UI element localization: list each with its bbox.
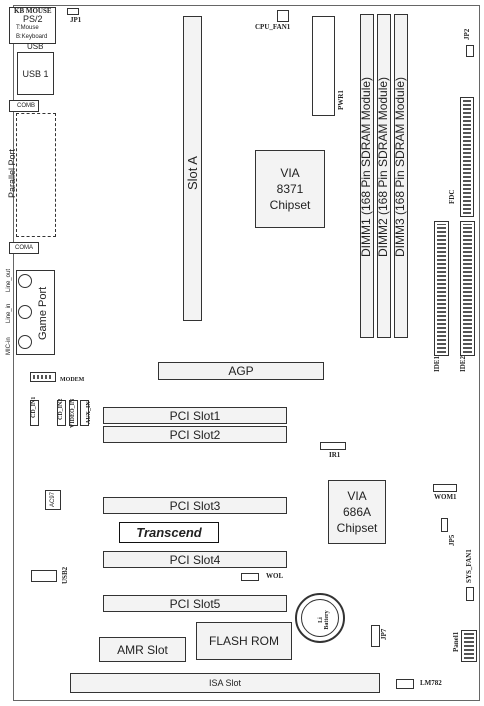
usb2-header [31, 570, 57, 582]
cpu-fan1-header [277, 10, 289, 22]
flash-rom-label: FLASH ROM [208, 634, 279, 648]
slot-a [183, 16, 202, 321]
agp-slot: AGP [158, 362, 324, 380]
isa-slot: ISA Slot [70, 673, 380, 693]
wol-header [241, 573, 259, 581]
mic-in-jack [18, 335, 32, 349]
pci-slot5-label: PCI Slot5 [169, 596, 221, 611]
li-battery: Li Battery [295, 593, 345, 643]
pci-slot5: PCI Slot5 [103, 595, 287, 612]
parallel-port-label: Parallel Port [7, 148, 17, 198]
game-port-label: Game Port [37, 286, 49, 340]
jp7-label: JP7 [380, 628, 388, 640]
line-out-jack [18, 274, 32, 288]
flash-rom: FLASH ROM [196, 622, 292, 660]
usb1-port: USB 1 [17, 52, 54, 95]
agp-label: AGP [228, 364, 254, 378]
li-battery-label: Li Battery [318, 610, 330, 630]
jp5-label: JP5 [448, 534, 456, 546]
slot-a-label: Slot A [185, 156, 200, 190]
usb1-label: USB 1 [22, 68, 49, 79]
line-in-label: Line_in [6, 303, 12, 323]
pci-slot2-label: PCI Slot2 [169, 427, 221, 442]
video-in-header [69, 400, 78, 426]
sys-fan1-label: SYS_FAN1 [465, 549, 473, 583]
line-in-jack [18, 305, 32, 319]
pci-slot4-label: PCI Slot4 [169, 552, 221, 567]
lm782-chip [396, 679, 414, 689]
pci-slot1-label: PCI Slot1 [169, 408, 221, 423]
cd-in2-header [57, 400, 66, 426]
isa-slot-label: ISA Slot [208, 678, 242, 688]
transcend-label: Transcend [136, 525, 202, 540]
jp1-jumper [67, 8, 79, 15]
dimm3-slot [394, 14, 408, 338]
pci-slot3-label: PCI Slot3 [169, 498, 221, 513]
aux-in-header [80, 400, 89, 426]
video-in-label: VIDEO_IN [70, 398, 76, 428]
cd-in2-label: CD_IN2 [58, 398, 64, 420]
ide2-label: IDE2 [459, 356, 467, 372]
transcend-logo: Transcend [119, 522, 219, 543]
amr-slot-label: AMR Slot [117, 642, 168, 657]
sys-fan1-header [466, 587, 474, 601]
pwr1-label: PWR1 [337, 90, 345, 110]
pci-slot4: PCI Slot4 [103, 551, 287, 568]
dimm2-slot [377, 14, 391, 338]
ir1-label: IR1 [329, 451, 341, 459]
wol-label: WOL [266, 572, 284, 580]
coma-port [9, 242, 39, 254]
dimm1-label: DIMM1 (168 Pin SDRAM Module) [359, 76, 373, 257]
jp2-label: JP2 [463, 28, 471, 40]
jp1-label: JP1 [70, 16, 82, 24]
jp2-jumper [466, 45, 474, 57]
coma-label: COMA [15, 245, 33, 251]
cd-in1-label: CD_IN1 [31, 396, 37, 418]
fdc-label: FDC [448, 189, 456, 204]
dimm2-label: DIMM2 (168 Pin SDRAM Module) [376, 76, 390, 257]
pci-slot1: PCI Slot1 [103, 407, 287, 424]
dimm3-label: DIMM3 (168 Pin SDRAM Module) [393, 76, 407, 257]
panel1-label: Panel1 [452, 631, 460, 652]
parallel-port [16, 113, 56, 237]
via-686a-chipset: VIA 686A Chipset [328, 480, 386, 544]
li-battery-inner: Li Battery [301, 599, 339, 637]
ps2-connector [9, 7, 56, 44]
amr-slot: AMR Slot [99, 637, 186, 662]
pci-slot2: PCI Slot2 [103, 426, 287, 443]
ir1-header [320, 442, 346, 450]
jp7-jumper [371, 625, 380, 647]
dimm1-slot [360, 14, 374, 338]
modem-label: MODEM [60, 377, 85, 383]
comb-port [9, 100, 39, 112]
mic-in-label: MIC-in [6, 337, 12, 355]
usb-label: USB [27, 42, 44, 51]
wom1-header [433, 484, 457, 492]
line-out-label: Line_out [6, 268, 12, 292]
pwr1-connector [312, 16, 335, 116]
aux-in-label: AUX_IN [86, 401, 92, 424]
pci-slot3: PCI Slot3 [103, 497, 287, 514]
t-mouse-label: T:Mouse [16, 25, 39, 31]
cpu-fan1-label: CPU_FAN1 [255, 23, 291, 31]
ide1-label: IDE1 [433, 356, 441, 372]
via-8371-chipset: VIA 8371 Chipset [255, 150, 325, 228]
lm782-label: LM782 [420, 679, 442, 687]
ac97-codec [45, 490, 61, 510]
comb-label: COMB [17, 103, 35, 109]
jp5-jumper [441, 518, 448, 532]
ps2-label: PS/2 [23, 14, 43, 24]
ac97-label: AC97 [50, 491, 56, 507]
usb2-label: USB2 [61, 566, 69, 584]
wom1-label: WOM1 [434, 493, 457, 501]
kb-mouse-label: KB MOUSE [14, 7, 52, 15]
via-686a-label: VIA 686A Chipset [336, 488, 378, 536]
b-keyboard-label: B:Keyboard [16, 34, 48, 40]
via-8371-label: VIA 8371 Chipset [269, 165, 311, 213]
cd-in1-header [30, 400, 39, 426]
